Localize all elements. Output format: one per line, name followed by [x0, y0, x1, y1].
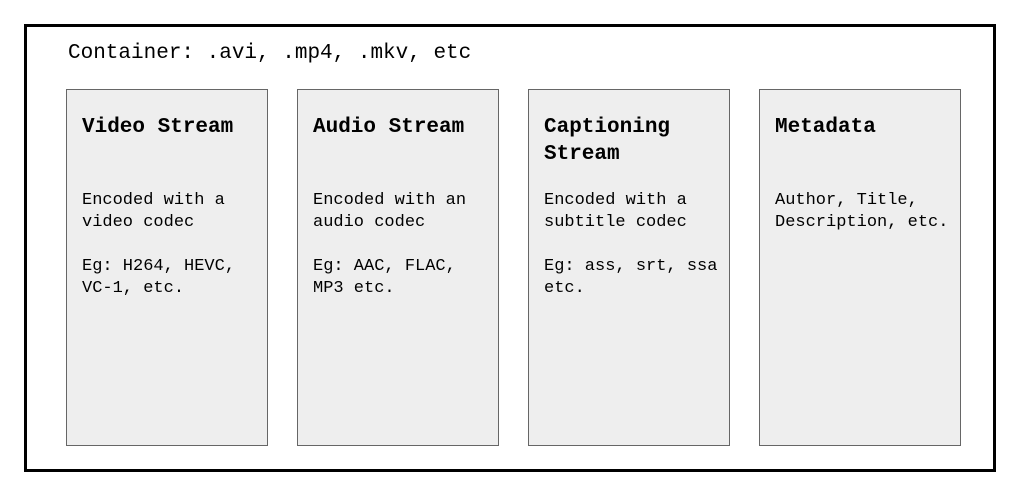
captioning-stream-title: Captioning Stream [544, 116, 671, 166]
captioning-stream-description: Encoded with a subtitle codec Eg: ass, s… [544, 190, 724, 322]
audio-stream-box: Audio Stream Encoded with an audio codec… [297, 89, 499, 446]
video-stream-title: Video Stream [82, 116, 234, 139]
audio-stream-encoding: Encoded with an audio codec [313, 191, 467, 232]
captioning-stream-box: Captioning Stream Encoded with a subtitl… [528, 89, 730, 446]
metadata-fields: Author, Title, Description, etc. [775, 191, 949, 232]
captioning-stream-examples: Eg: ass, srt, ssa etc. [544, 257, 718, 298]
audio-stream-examples: Eg: AAC, FLAC, MP3 etc. [313, 257, 456, 298]
metadata-description: Author, Title, Description, etc. [775, 190, 955, 256]
container-label: Container: .avi, .mp4, .mkv, etc [68, 42, 472, 65]
audio-stream-description: Encoded with an audio codec Eg: AAC, FLA… [313, 190, 493, 322]
video-stream-box: Video Stream Encoded with a video codec … [66, 89, 268, 446]
video-stream-encoding: Encoded with a video codec [82, 191, 225, 232]
metadata-title: Metadata [775, 116, 876, 139]
video-stream-examples: Eg: H264, HEVC, VC-1, etc. [82, 257, 236, 298]
captioning-stream-encoding: Encoded with a subtitle codec [544, 191, 687, 232]
audio-stream-title: Audio Stream [313, 116, 465, 139]
metadata-box: Metadata Author, Title, Description, etc… [759, 89, 961, 446]
container-box: Container: .avi, .mp4, .mkv, etc Video S… [24, 24, 996, 472]
video-stream-description: Encoded with a video codec Eg: H264, HEV… [82, 190, 262, 322]
